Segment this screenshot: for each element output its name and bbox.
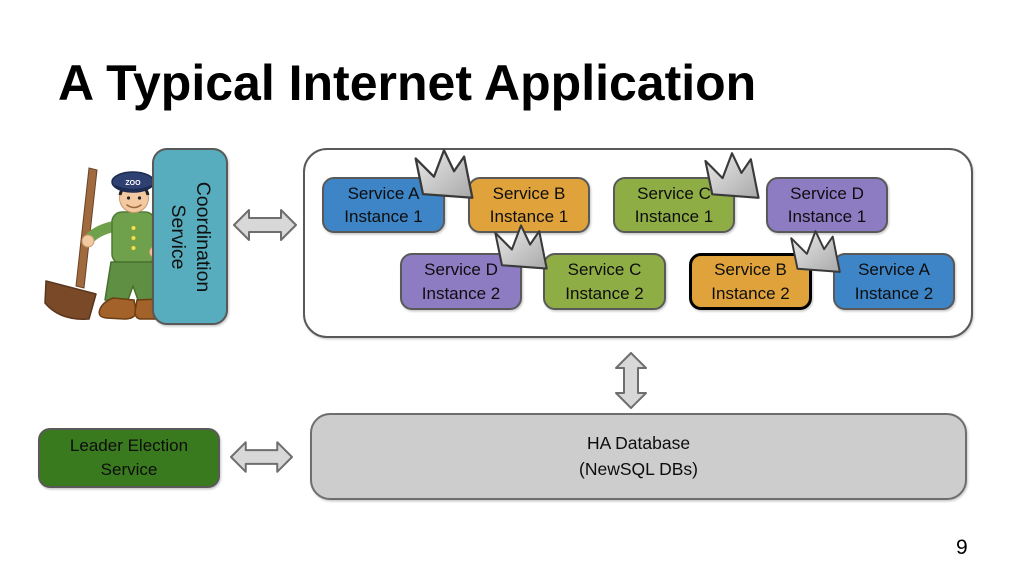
service-instance: Instance 2 bbox=[854, 283, 934, 303]
service-b-instance-1-box: Service B Instance 1 bbox=[468, 177, 590, 233]
service-instance: Instance 2 bbox=[421, 283, 501, 303]
service-a-instance-2-box: Service A Instance 2 bbox=[833, 253, 955, 310]
shovel-icon bbox=[44, 167, 98, 320]
service-name: Service A bbox=[347, 183, 420, 203]
service-name: Service D bbox=[790, 183, 864, 203]
leader-election-label-line2: Service bbox=[100, 460, 158, 479]
service-name: Service D bbox=[424, 260, 498, 280]
service-d-instance-1-box: Service D Instance 1 bbox=[766, 177, 888, 233]
leader-election-label-line1: Leader Election bbox=[69, 436, 189, 456]
cap-text: ZOO bbox=[125, 180, 141, 187]
service-name: Service C bbox=[637, 183, 711, 203]
page-number: 9 bbox=[956, 536, 968, 559]
double-arrow-vertical-icon bbox=[615, 352, 647, 409]
double-arrow-horizontal-icon bbox=[233, 207, 297, 243]
leader-crown-icon bbox=[492, 222, 550, 272]
slide-title: A Typical Internet Application bbox=[58, 55, 757, 111]
coordination-service-label: Coordination Service bbox=[165, 148, 215, 325]
service-c-instance-2-box: Service C Instance 2 bbox=[543, 253, 666, 310]
coordination-service-box: Coordination Service bbox=[152, 148, 228, 325]
double-arrow-horizontal-icon bbox=[230, 437, 293, 477]
service-instance: Instance 1 bbox=[344, 207, 423, 226]
coordination-label-line1: Coordination bbox=[191, 181, 214, 292]
ha-database-label-line1: HA Database bbox=[586, 433, 691, 454]
coordination-label-line2: Service bbox=[167, 203, 189, 270]
service-name: Service B bbox=[714, 260, 787, 280]
ha-database-box: HA Database (NewSQL DBs) bbox=[310, 413, 967, 500]
leader-crown-icon bbox=[412, 145, 476, 203]
leader-crown-icon bbox=[786, 228, 845, 275]
service-b-instance-2-box: Service B Instance 2 bbox=[689, 253, 812, 310]
service-name: Service B bbox=[492, 183, 566, 203]
service-instance: Instance 2 bbox=[711, 283, 790, 303]
service-name: Service C bbox=[567, 260, 642, 280]
service-instance: Instance 2 bbox=[565, 283, 644, 303]
leader-election-service-box: Leader Election Service bbox=[38, 428, 220, 488]
ha-database-label-line2: (NewSQL DBs) bbox=[579, 458, 698, 479]
zookeeper-mascot-image: ZOO bbox=[44, 167, 172, 320]
service-instance: Instance 1 bbox=[787, 207, 867, 226]
service-instance: Instance 1 bbox=[489, 207, 569, 226]
service-name: Service A bbox=[858, 260, 930, 280]
leader-crown-icon bbox=[702, 147, 762, 204]
service-instance: Instance 1 bbox=[634, 207, 714, 226]
